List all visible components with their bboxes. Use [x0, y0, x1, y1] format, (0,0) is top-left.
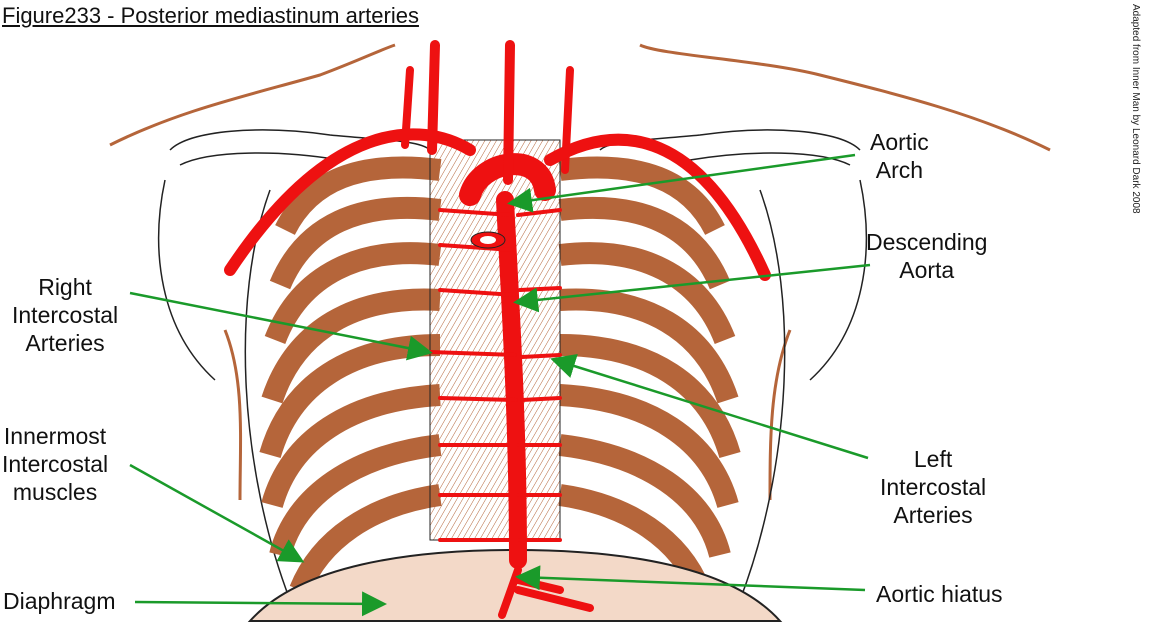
- arrow-left-intercostal: [550, 354, 869, 460]
- label-descending-aorta: Descending Aorta: [866, 228, 987, 284]
- ribs-left: [259, 156, 442, 595]
- label-line: Intercostal: [2, 451, 109, 477]
- arrow-aortic-arch: [507, 153, 856, 213]
- label-line: Right: [38, 274, 92, 300]
- label-line: Innermost: [3, 423, 107, 449]
- label-line: Left: [913, 446, 953, 472]
- label-line: Intercostal: [12, 302, 119, 328]
- label-left-intercostal-arteries: Left Intercostal Arteries: [880, 445, 986, 529]
- label-diaphragm: Diaphragm: [3, 588, 116, 614]
- arrow-right-intercostal: [129, 291, 433, 361]
- label-line: Arch: [875, 157, 924, 183]
- body-outline: [109, 43, 1051, 501]
- arteries: [224, 40, 771, 619]
- label-aortic-hiatus: Aortic hiatus: [876, 581, 1003, 607]
- credit-text: Adapted from Inner Man by Leonard Dark 2…: [1130, 4, 1141, 214]
- label-line: Intercostal: [880, 474, 987, 500]
- ribs-right: [558, 156, 741, 595]
- label-line: Descending: [866, 229, 988, 255]
- label-line: muscles: [12, 479, 98, 505]
- figure-title: Figure233 - Posterior mediastinum arteri…: [2, 3, 419, 28]
- arrow-diaphragm: [134, 591, 387, 617]
- label-line: Aortic: [870, 129, 929, 155]
- vertebral-column: [429, 139, 561, 541]
- label-aortic-arch: Aortic Arch: [870, 128, 929, 184]
- label-innermost-intercostal-muscles: Innermost Intercostal muscles: [2, 422, 108, 506]
- label-line: Arteries: [893, 502, 973, 528]
- pointer-arrows: [129, 153, 871, 617]
- label-right-intercostal-arteries: Right Intercostal Arteries: [12, 273, 118, 357]
- arrow-descending-aorta: [513, 263, 871, 313]
- descending-aorta: [496, 191, 527, 569]
- label-line: Arteries: [25, 330, 105, 356]
- label-line: Aorta: [899, 257, 955, 283]
- arrow-innermost-intercostal: [129, 463, 305, 563]
- arrow-aortic-hiatus: [515, 565, 866, 592]
